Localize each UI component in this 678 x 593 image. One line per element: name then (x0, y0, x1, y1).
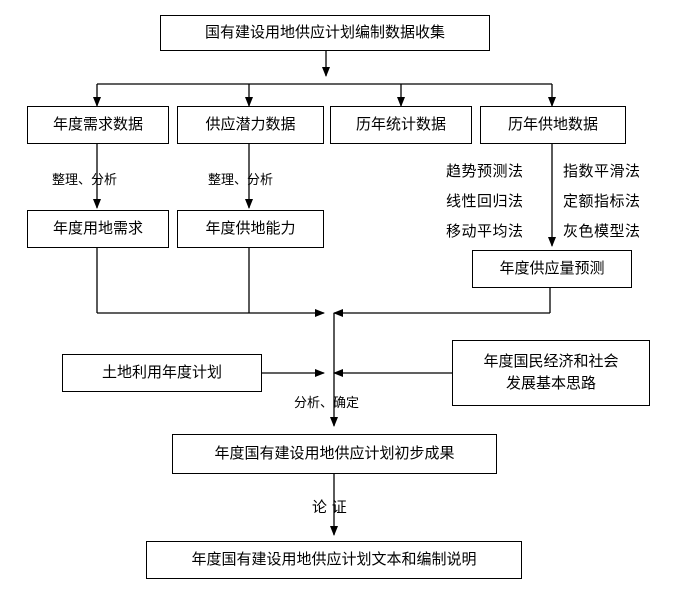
box-supply-potential-data-text: 供应潜力数据 (205, 115, 296, 134)
label-verify: 论 证 (312, 498, 347, 516)
box-data-collection-text: 国有建设用地供应计划编制数据收集 (204, 23, 445, 42)
label-organize-analyze-1: 整理、分析 (52, 173, 118, 188)
method-trend-forecast: 趋势预测法 (446, 162, 524, 180)
box-final-document: 年度国有建设用地供应计划文本和编制说明 (146, 541, 522, 579)
box-economic-development: 年度国民经济和社会 发展基本思路 (452, 340, 650, 406)
label-organize-analyze-2: 整理、分析 (208, 173, 274, 188)
box-historical-statistics-text: 历年统计数据 (355, 115, 446, 134)
box-final-document-text: 年度国有建设用地供应计划文本和编制说明 (191, 550, 477, 569)
box-annual-demand-data: 年度需求数据 (27, 106, 169, 144)
box-historical-land-supply-text: 历年供地数据 (507, 115, 598, 134)
box-annual-land-demand-text: 年度用地需求 (52, 219, 143, 238)
label-analyze-determine: 分析、确定 (294, 396, 360, 411)
box-annual-demand-data-text: 年度需求数据 (52, 115, 143, 134)
box-preliminary-result-text: 年度国有建设用地供应计划初步成果 (214, 444, 455, 463)
box-economic-development-line2: 发展基本思路 (505, 374, 596, 392)
box-data-collection: 国有建设用地供应计划编制数据收集 (160, 15, 490, 51)
box-land-use-annual-plan-text: 土地利用年度计划 (101, 363, 222, 382)
box-annual-supply-capacity: 年度供地能力 (177, 210, 324, 248)
method-exponential-smoothing: 指数平滑法 (563, 162, 641, 180)
method-grey-model: 灰色模型法 (563, 222, 641, 240)
method-quota-indicator: 定额指标法 (563, 192, 641, 210)
box-supply-potential-data: 供应潜力数据 (177, 106, 324, 144)
method-moving-average: 移动平均法 (446, 222, 524, 240)
method-linear-regression: 线性回归法 (446, 192, 524, 210)
box-historical-land-supply: 历年供地数据 (480, 106, 626, 144)
box-preliminary-result: 年度国有建设用地供应计划初步成果 (172, 434, 497, 474)
box-supply-forecast: 年度供应量预测 (472, 250, 632, 288)
box-annual-land-demand: 年度用地需求 (27, 210, 169, 248)
box-supply-forecast-text: 年度供应量预测 (499, 259, 605, 278)
box-economic-development-line1: 年度国民经济和社会 (483, 352, 619, 371)
box-land-use-annual-plan: 土地利用年度计划 (62, 354, 262, 392)
box-annual-supply-capacity-text: 年度供地能力 (205, 219, 296, 238)
box-historical-statistics: 历年统计数据 (330, 106, 472, 144)
